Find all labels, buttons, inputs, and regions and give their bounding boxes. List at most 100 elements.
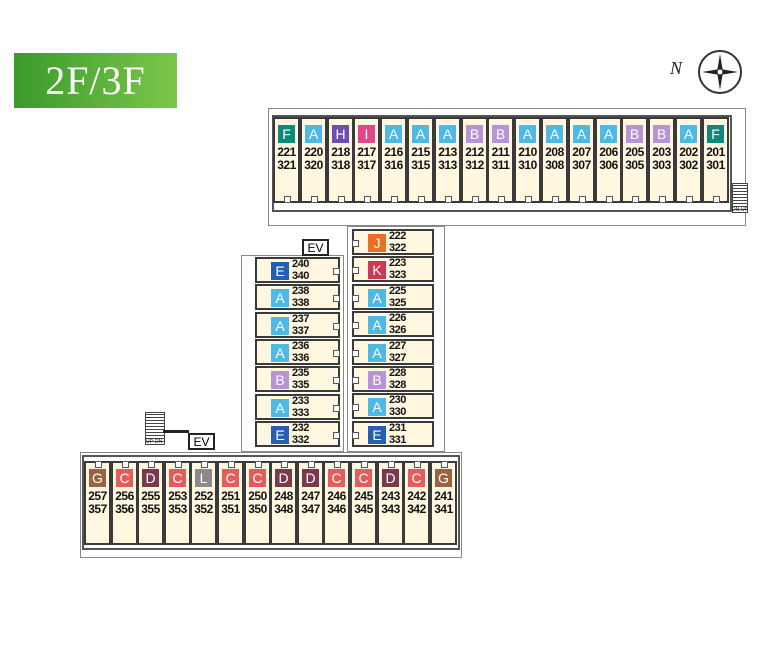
compass-rose-icon	[698, 50, 742, 94]
unit-number-3f: 342	[407, 501, 426, 516]
unit-type-badge: G	[435, 469, 452, 487]
unit-door	[333, 432, 340, 439]
unit-door	[148, 461, 155, 468]
unit-type-badge: A	[412, 125, 429, 143]
unit-number-3f: 328	[389, 378, 406, 391]
unit-number-3f: 330	[389, 405, 406, 418]
unit-number-2f: 230	[389, 394, 406, 406]
unit-door	[352, 322, 359, 329]
unit-door	[498, 196, 505, 203]
unit-door	[333, 268, 340, 275]
unit-number-2f: 247	[301, 489, 320, 503]
unit-number-3f: 352	[194, 501, 213, 516]
unit-type-badge: D	[142, 469, 159, 487]
unit-number-3f: 341	[434, 501, 453, 516]
unit-number-3f: 308	[545, 157, 564, 172]
unit-number-3f: 307	[572, 157, 591, 172]
unit-number-3f: 340	[292, 269, 309, 282]
unit-number-2f: 250	[248, 489, 267, 503]
unit-number-3f: 335	[292, 378, 309, 391]
unit-door	[175, 461, 182, 468]
unit-number-3f: 347	[301, 501, 320, 516]
unit-number-2f: 238	[292, 285, 309, 297]
unit-type-badge: D	[382, 469, 399, 487]
stair-southwest-wall	[163, 430, 189, 433]
unit-door	[391, 196, 398, 203]
unit-number-2f: 206	[599, 145, 618, 159]
unit-type-badge: F	[278, 125, 295, 143]
unit-door	[352, 377, 359, 384]
unit-number-2f: 217	[357, 145, 376, 159]
unit-number-2f: 201	[706, 145, 725, 159]
stair-southwest-dn-label: DN	[155, 439, 163, 445]
elevator-north: EV	[302, 239, 329, 256]
unit-number-2f: 257	[88, 489, 107, 503]
unit-number-2f: 226	[389, 312, 406, 324]
unit-number-3f: 301	[706, 157, 725, 172]
unit-type-badge: D	[302, 469, 319, 487]
unit-number-3f: 353	[168, 501, 187, 516]
unit-number-2f: 210	[518, 145, 537, 159]
